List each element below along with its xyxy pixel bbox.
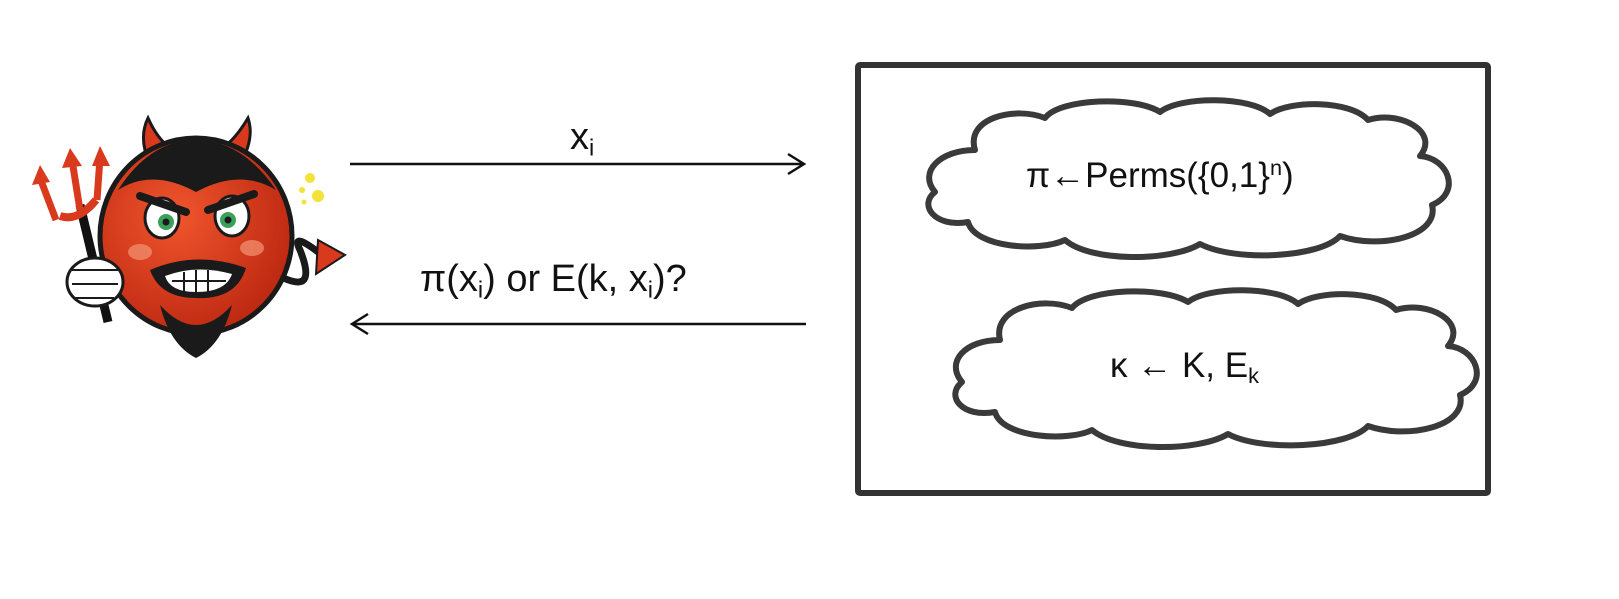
random-perm-label: π←Perms({0,1}n): [1026, 155, 1294, 195]
response-label-part3: )?: [653, 258, 687, 300]
glove-icon: [65, 256, 125, 308]
response-label-sub1: i: [477, 276, 484, 303]
random-perm-sup: n: [1269, 155, 1283, 181]
response-label-part1: π(x: [420, 258, 478, 300]
spark-icon: [299, 173, 324, 205]
cipher-key-label: κ ← K, Ek: [1110, 346, 1259, 386]
random-perm-close: ): [1282, 156, 1294, 195]
query-label-sub: i: [589, 134, 595, 161]
cloud-random-permutation: [925, 97, 1452, 261]
response-label: π(xi) or E(k, xi)?: [420, 258, 687, 301]
response-arrow: [349, 312, 806, 336]
response-label-part2: ) or E(k, x: [483, 258, 648, 300]
cipher-key-sub: k: [1248, 363, 1259, 389]
response-label-sub2: i: [647, 276, 654, 303]
query-arrow: [350, 152, 807, 176]
query-label-base: x: [570, 116, 589, 158]
devil-icon: [32, 114, 347, 358]
cloud-cipher-key: [952, 287, 1480, 451]
query-label: xi: [570, 116, 594, 159]
challenger-box: [855, 62, 1491, 496]
random-perm-main: π←Perms({0,1}: [1026, 156, 1270, 195]
cipher-key-main: κ ← K, E: [1110, 346, 1249, 385]
